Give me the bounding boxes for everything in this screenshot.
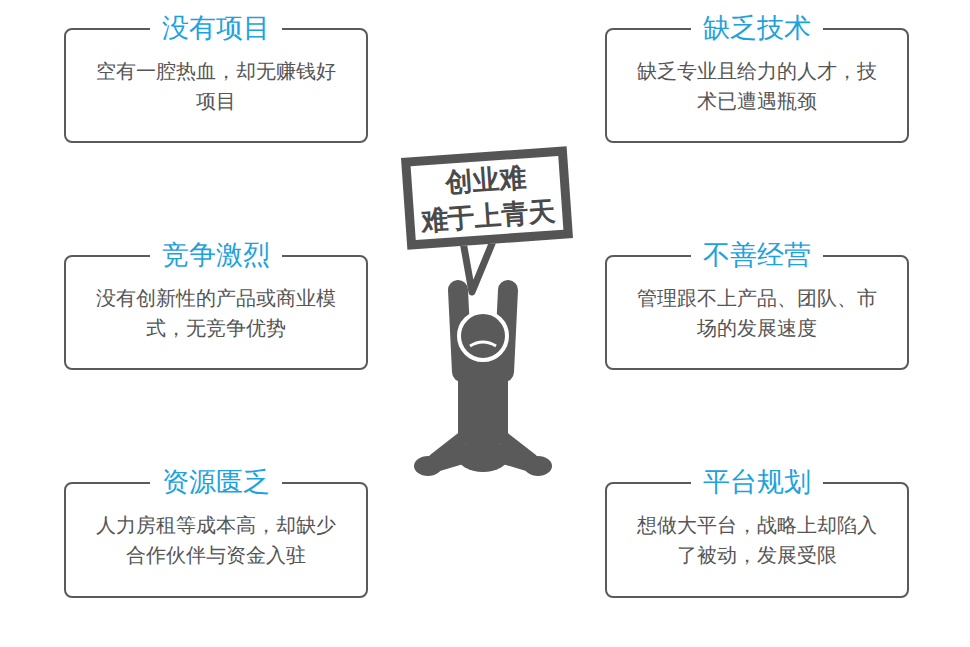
problem-box: 竞争激烈没有创新性的产品或商业模式，无竞争优势: [64, 255, 368, 370]
box-heading: 缺乏技术: [691, 11, 823, 45]
box-heading: 不善经营: [691, 238, 823, 272]
box-body: 想做大平台，战略上却陷入了被动，发展受限: [607, 484, 907, 582]
problem-box: 平台规划想做大平台，战略上却陷入了被动，发展受限: [605, 482, 909, 598]
box-heading: 资源匮乏: [150, 465, 282, 499]
problem-box: 不善经营管理跟不上产品、团队、市场的发展速度: [605, 255, 909, 370]
problem-box: 资源匮乏人力房租等成本高，却缺少合作伙伴与资金入驻: [64, 482, 368, 598]
box-body: 空有一腔热血，却无赚钱好项目: [66, 30, 366, 128]
box-body: 缺乏专业且给力的人才，技术已遭遇瓶颈: [607, 30, 907, 128]
box-heading: 平台规划: [691, 465, 823, 499]
sign-board: 创业难 难于上青天: [401, 146, 573, 249]
box-heading: 竞争激烈: [150, 238, 282, 272]
box-body: 人力房租等成本高，却缺少合作伙伴与资金入驻: [66, 484, 366, 582]
figure: [414, 290, 552, 476]
problem-box: 缺乏技术缺乏专业且给力的人才，技术已遭遇瓶颈: [605, 28, 909, 143]
problem-box: 没有项目空有一腔热血，却无赚钱好项目: [64, 28, 368, 143]
box-body: 没有创新性的产品或商业模式，无竞争优势: [66, 257, 366, 355]
box-body: 管理跟不上产品、团队、市场的发展速度: [607, 257, 907, 355]
box-heading: 没有项目: [150, 11, 282, 45]
sign-text: 创业难 难于上青天: [411, 157, 564, 239]
